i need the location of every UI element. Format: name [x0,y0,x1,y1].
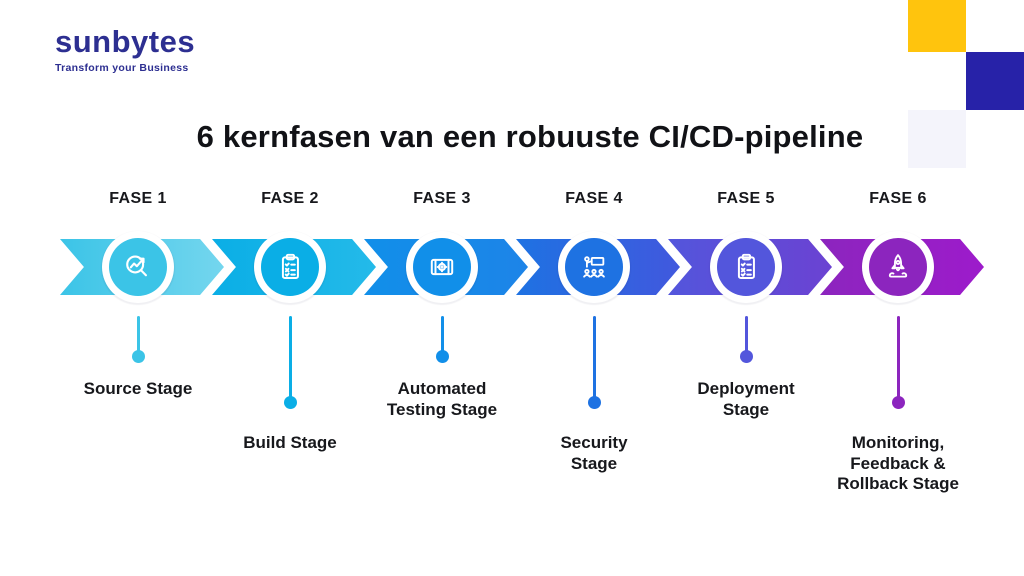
fase-label-6: FASE 6 [869,190,927,207]
search-trend-icon [126,255,147,277]
stage-label-source: Source Stage [83,379,193,398]
fase-label-2: FASE 2 [261,190,319,207]
phase-circle-3 [413,238,471,296]
pin-line-5 [744,316,748,356]
stage-label-monitoring: Monitoring, Feedback & Rollback Stage [837,433,959,493]
fase-label-4: FASE 4 [565,190,623,207]
blueprint-gear-icon [430,258,454,276]
decor-blue-square [966,52,1024,110]
pin-line-4 [592,316,596,402]
clipboard-checklist-icon [737,253,755,280]
training-presentation-icon [583,256,605,278]
pin-line-3 [440,316,444,356]
decor-yellow-square [908,0,966,52]
rocket-launch-icon [888,254,908,278]
phase-circle-2 [261,238,319,296]
stage-label-deployment: Deployment Stage [697,379,795,419]
fase-label-1: FASE 1 [109,190,167,207]
pin-dot-4 [587,396,601,409]
pin-line-1 [136,316,140,356]
clipboard-checklist-icon [281,253,299,280]
phase-circle-1 [109,238,167,296]
pin-dot-6 [891,396,905,409]
pin-dot-2 [283,396,297,409]
phase-circle-4 [565,238,623,296]
stage-label-testing: Automated Testing Stage [386,379,498,419]
phase-circle-6 [869,238,927,296]
page-title: 6 kernfasen van een robuuste CI/CD-pipel… [196,118,864,154]
pin-dot-3 [435,350,449,363]
decor-lavender-square [908,110,966,168]
pin-line-2 [288,316,292,402]
pin-dot-1 [131,350,145,363]
fase-label-5: FASE 5 [717,190,775,207]
brand-name: sunbytes [55,24,196,59]
pin-dot-5 [739,350,753,363]
stage-label-build: Build Stage [243,433,337,452]
pin-line-6 [896,316,900,402]
phase-circle-5 [717,238,775,296]
fase-label-3: FASE 3 [413,190,471,207]
stage-label-security: Security Stage [560,433,628,473]
brand-logo: sunbytes Transform your Business [55,26,195,74]
brand-tagline: Transform your Business [55,62,189,74]
